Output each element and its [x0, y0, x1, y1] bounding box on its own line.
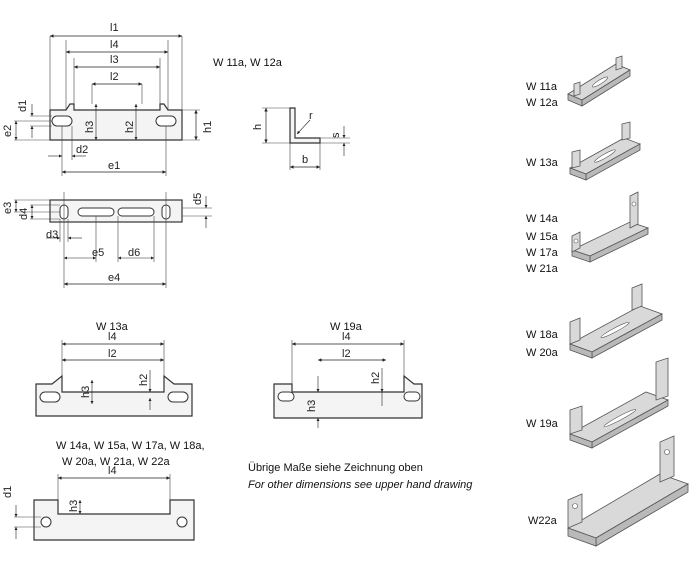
w13a-slot-right	[167, 391, 189, 403]
variant-w14a-w21a: W 14a W 15a W 17a W 21a	[526, 191, 650, 275]
bottom-outline	[33, 499, 195, 541]
dim-e2: e2	[2, 125, 14, 137]
variant-w19a: W 19a	[526, 357, 669, 449]
bottom-title-line1: W 14a, W 15a, W 17a, W 18a,	[56, 440, 205, 452]
w19a-outline	[273, 374, 423, 419]
variant-label-w18a: W 18a	[526, 329, 559, 341]
plan-view: e3 d4 d5 d3 e5 d6 e4	[2, 192, 212, 288]
w13a-dim-l4: l4	[108, 331, 117, 343]
dim-d5: d5	[192, 193, 204, 205]
variant-label-w22a: W22a	[528, 515, 558, 527]
iso-bracket-3-image	[570, 191, 650, 263]
w13a-dim-h3: h3	[80, 386, 92, 398]
w19a-slot-left	[277, 391, 295, 402]
profile-view: h r s b	[252, 107, 350, 170]
dim-l3: l3	[110, 54, 119, 66]
side-view-w11a: l1 l4 l3 l2 d1 e2 h3 h2 h1 d2 e1	[2, 22, 214, 176]
w13a-slot-left	[39, 391, 61, 403]
w13a-view: W 13a l4 l2 h3 h2	[35, 321, 193, 417]
dim-l2: l2	[110, 71, 119, 83]
bottom-dim-h3: h3	[68, 500, 80, 512]
extension-lines	[65, 40, 169, 110]
variant-label-w12a: W 12a	[526, 97, 559, 109]
iso-bracket-2-image	[569, 121, 641, 181]
variant-label-w17a: W 17a	[526, 247, 559, 259]
variant-label-w14a: W 14a	[526, 213, 559, 225]
iso-bracket-4-image	[569, 283, 663, 359]
dim-e1: e1	[108, 160, 120, 172]
bottom-dim-d1: d1	[2, 486, 14, 498]
w13a-dim-h2: h2	[138, 374, 150, 386]
variant-w11a-w12a: W 11a W 12a	[526, 55, 631, 109]
variant-label-w20a: W 20a	[526, 347, 559, 359]
plan-long-slot-1	[77, 207, 115, 217]
bottom-title-line2: W 20a, W 21a, W 22a	[62, 456, 170, 468]
variant-w18a-w20a: W 18a W 20a	[526, 283, 663, 359]
variant-label-w15a: W 15a	[526, 231, 559, 243]
bottom-view: W 14a, W 15a, W 17a, W 18a, W 20a, W 21a…	[2, 440, 205, 541]
dim-d2: d2	[76, 144, 88, 156]
dim-h: h	[252, 124, 264, 130]
left-slot	[51, 115, 73, 127]
variant-w13a: W 13a	[526, 121, 641, 181]
dim-d6: d6	[128, 247, 140, 259]
w19a-dim-h3: h3	[306, 400, 318, 412]
w13a-dim-l2: l2	[108, 348, 117, 360]
dim-s: s	[330, 132, 342, 138]
dim-e3: e3	[2, 202, 14, 214]
w19a-dim-l4: l4	[342, 331, 351, 343]
dim-l1: l1	[110, 22, 119, 34]
dim-h1: h1	[202, 121, 214, 133]
iso-bracket-6-image	[567, 435, 689, 547]
note-english: For other dimensions see upper hand draw…	[248, 479, 473, 491]
w19a-view: W 19a l4 l2 h2 h3	[273, 321, 423, 428]
iso-bracket-5-image	[569, 357, 669, 449]
dim-r: r	[309, 110, 313, 122]
plan-long-slot-2	[117, 207, 155, 217]
w13a-title: W 13a	[96, 321, 129, 333]
w19a-dim-l2: l2	[342, 348, 351, 360]
variant-label-w19a: W 19a	[526, 418, 559, 430]
dim-d3: d3	[46, 229, 58, 241]
dim-b: b	[302, 154, 308, 166]
w19a-slot-right	[403, 391, 421, 402]
dim-l4: l4	[110, 39, 119, 51]
w19a-title: W 19a	[330, 321, 363, 333]
dim-h2: h2	[124, 121, 136, 133]
iso-bracket-1-image	[567, 55, 631, 107]
variant-label-w13a: W 13a	[526, 157, 559, 169]
header-variant-label: W 11a, W 12a	[213, 57, 283, 69]
bottom-hole-right	[176, 516, 188, 528]
dim-e5: e5	[92, 247, 104, 259]
right-slot	[155, 115, 177, 127]
dim-d4: d4	[18, 208, 30, 220]
note-german: Übrige Maße siehe Zeichnung oben	[248, 462, 423, 474]
variant-label-w21a: W 21a	[526, 263, 559, 275]
variant-label-w11a: W 11a	[526, 81, 558, 93]
w19a-dim-h2: h2	[370, 372, 382, 384]
bottom-dim-l4: l4	[108, 465, 117, 477]
bottom-hole-left	[40, 516, 52, 528]
dim-h3: h3	[84, 121, 96, 133]
dim-d1: d1	[17, 100, 29, 112]
variant-w22a: W22a	[528, 435, 689, 547]
dim-e4: e4	[108, 272, 120, 284]
